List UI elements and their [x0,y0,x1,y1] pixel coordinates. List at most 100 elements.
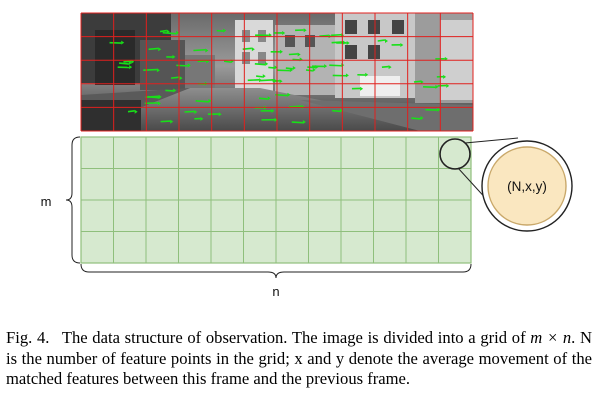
feature-arrow-head [282,30,286,35]
feature-arrow-head [339,108,343,113]
feature-arrow-head [435,84,439,89]
connector-line-top [464,137,519,144]
feature-arrow-head [267,96,271,101]
feature-arrow [159,29,167,33]
feature-arrow [119,62,129,65]
feature-arrow [160,120,171,123]
feature-arrow-head [121,40,125,45]
feature-arrow-head [274,65,278,70]
feature-arrow [143,68,157,72]
feature-arrow-head [259,78,263,83]
feature-arrow-head [279,79,283,84]
feature-arrow [332,109,341,113]
feature-arrow-head [324,64,328,69]
feature-arrow-head [271,108,275,113]
highlight-cell-circle [439,138,471,170]
feature-arrow-head [420,79,424,84]
callout-label: (N,x,y) [507,179,547,194]
feature-arrow-head [218,112,222,117]
feature-arrow-head [400,42,404,47]
feature-arrow-head [437,107,441,112]
feature-arrow-head [158,47,162,52]
feature-arrow-head [128,61,132,66]
feature-arrow-head [303,28,307,33]
feature-arrow [258,97,268,100]
feature-arrow-head [274,117,278,122]
feature-arrow-head [365,72,369,77]
caption-label: Fig. 4. [6,328,50,347]
feature-arrow [223,60,231,63]
feature-arrow-head [302,120,306,125]
feature-arrow-head [170,119,174,124]
feature-arrow-head [273,78,277,83]
feature-arrow-head [200,116,204,121]
feature-arrow [147,95,159,99]
feature-arrow-head [385,38,389,43]
feature-arrow [331,33,342,37]
caption-text-1: The data structure of observation. The i… [61,328,526,347]
feature-arrow-head [360,86,364,91]
feature-arrow-head [251,47,255,52]
feature-arrows [109,28,450,125]
feature-arrow [413,80,421,83]
feature-arrow [256,75,263,78]
feature-arrow-head [129,65,133,70]
feature-arrow [268,66,275,69]
cell-callout: (N,x,y) [481,140,573,232]
feature-arrow-head [446,83,450,88]
photo-red-grid [80,12,474,132]
feature-arrow [291,121,303,124]
feature-arrow [170,76,180,79]
n-brace [80,263,472,279]
feature-arrow [195,100,209,103]
feature-arrow [148,47,159,51]
feature-arrow [288,53,298,56]
feature-arrow-head [223,28,227,33]
feature-arrow-head [388,65,392,70]
caption-math: m × n [530,328,572,347]
m-brace [65,136,81,264]
feature-arrow-head [287,92,291,97]
feature-arrow [381,65,389,68]
feature-arrow [331,41,344,44]
feature-arrow [162,31,177,35]
feature-arrow-head [157,101,161,106]
feature-arrow-head [289,68,293,73]
feature-arrow [127,110,135,113]
m-label: m [41,194,52,209]
feature-arrow-head [176,30,180,35]
feature-arrow-head [345,73,349,78]
feature-arrow-head [292,66,296,71]
feature-arrow [184,110,195,113]
feature-arrow-head [166,29,170,34]
feature-arrow-head [343,40,347,45]
feature-arrow-head [443,74,447,79]
feature-arrow [197,60,207,63]
caption-text-2: . N is the number of feature points in t… [6,328,592,388]
feature-arrow [411,117,421,120]
feature-arrow-head [265,61,269,66]
feature-arrow-head [156,68,160,73]
feature-arrow-head [173,88,177,93]
feature-arrow-head [420,116,424,121]
feature-arrow-head [346,41,350,46]
figure: (N,x,y) m n [41,12,573,299]
feature-arrow-head [187,63,191,68]
observation-grid [80,136,472,264]
n-label: n [272,284,279,299]
feature-arrow-head [312,67,316,72]
feature-arrow-head [279,49,283,54]
feature-arrow-head [205,48,209,53]
feature-arrow-head [297,52,301,57]
figure-drawing: (N,x,y) m n [41,12,573,299]
feature-arrow [319,34,329,38]
feature-arrow-head [134,109,138,114]
feature-arrow [329,64,342,67]
feature-arrow-head [131,59,135,64]
feature-arrow [307,66,316,69]
feature-arrow-head [208,98,212,103]
feature-arrow-head [194,109,198,114]
feature-arrow [377,39,386,42]
feature-arrow [254,63,266,66]
feature-arrow-head [262,74,266,79]
